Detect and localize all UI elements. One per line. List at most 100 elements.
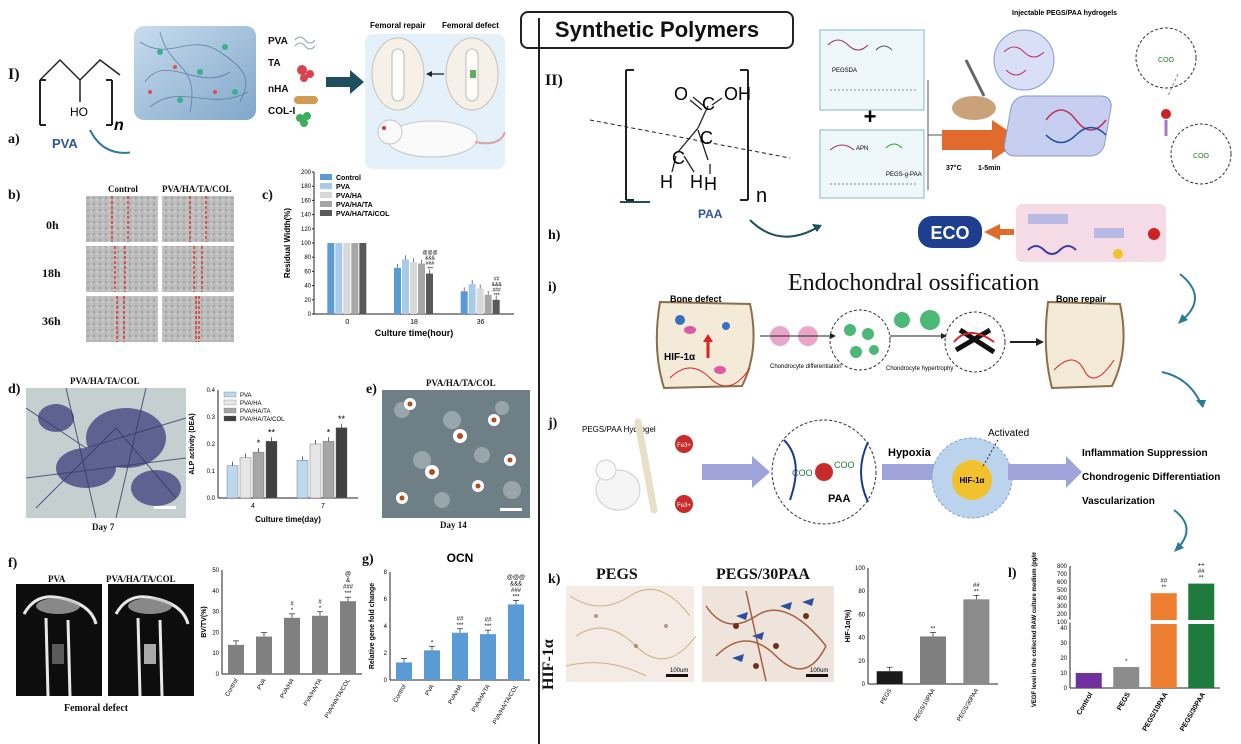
c-sig-36: ###	[492, 287, 501, 293]
alp-x-tick: 7	[321, 503, 325, 510]
alp-x-label: Culture time(day)	[255, 515, 321, 524]
material-col: COL-I	[268, 106, 296, 117]
chart-g-x-tick: PVA/HA/TA	[471, 684, 491, 713]
paa-atom-c1: C	[702, 94, 715, 114]
scratch-row-36h: 36h	[42, 314, 61, 328]
l-sig: ##	[1160, 579, 1167, 585]
ars-day-label: Day 14	[440, 520, 467, 530]
chart-k-y-tick: 60	[858, 612, 865, 618]
apn-label: APN	[856, 146, 868, 152]
chart-g-bar	[452, 632, 468, 680]
alp-x-tick: 4	[251, 503, 255, 510]
chart-f-y-label: BV/TV(%)	[201, 606, 208, 638]
pegsgpaa-label: PEGS-g-PAA	[886, 172, 922, 178]
l-y-tick: 100	[1057, 620, 1068, 626]
c-bar	[476, 288, 484, 314]
chart-k-y-tick: 40	[858, 636, 865, 642]
alp-sig: *	[327, 427, 331, 437]
c-bar	[394, 267, 401, 314]
alp-legend-label: PVA/HA	[240, 401, 262, 407]
l-y-tick: 600	[1057, 580, 1068, 586]
chart-g-bar	[480, 634, 496, 680]
eco-label: ECO	[930, 223, 969, 243]
c-bar	[351, 243, 359, 314]
l-bar-break	[1187, 620, 1216, 624]
chart-f-bar	[312, 615, 328, 674]
l-sig: ##	[1198, 569, 1205, 575]
paa-n: n	[756, 185, 767, 207]
l-bar	[1188, 583, 1215, 688]
c-y-tick: 180	[301, 184, 312, 190]
chart-f-x-tick: Control	[225, 678, 240, 698]
chart-f-bar	[284, 617, 300, 674]
label-a: a)	[8, 132, 20, 147]
chart-f-sig: #	[318, 599, 322, 605]
alp-legend-swatch	[223, 391, 237, 398]
label-I: I)	[8, 66, 20, 83]
c-y-tick: 20	[304, 298, 311, 304]
alp-legend-label: PVA/HA/TA	[240, 409, 270, 415]
l-x-tick: PEGS	[1116, 691, 1132, 712]
material-pva: PVA	[268, 36, 288, 47]
c-bar	[484, 294, 492, 314]
paa-atom-h2: H	[690, 172, 703, 192]
chart-g-bar	[396, 662, 412, 680]
chart-f-x-tick: PVA	[257, 678, 268, 691]
hydrogel-injection-label: PEGS/PAA Hydrogel	[582, 425, 656, 434]
chart-k-y-tick: 80	[858, 589, 865, 595]
chart-g-sig: ##	[485, 618, 492, 624]
chart-k-bar	[920, 636, 946, 684]
pva-structure: HO n PVA	[39, 58, 130, 154]
l-bar	[1113, 667, 1140, 688]
material-nha: nHA	[268, 84, 289, 95]
l-sig: *	[1125, 659, 1128, 665]
chart-g-sig: *	[431, 640, 434, 646]
c-y-tick: 40	[304, 284, 311, 290]
ihc-images: 100um 100um	[566, 586, 834, 682]
hypoxia-label: Hypoxia	[888, 447, 932, 459]
materials-legend: PVA TA nHA COL-I	[268, 36, 295, 117]
c-bar	[402, 259, 409, 314]
alp-legend-label: PVA/HA/TA/COL	[240, 417, 285, 423]
chart-f-y-tick: 0	[216, 672, 220, 678]
microct-label-pva: PVA	[48, 574, 66, 584]
label-c: c)	[262, 188, 273, 203]
l-bar	[1150, 593, 1177, 688]
step1-label: Chondrocyte differentiation	[770, 364, 842, 370]
bone-repair-label: Bone repair	[1056, 294, 1107, 304]
c-sig-36: ***	[494, 293, 500, 299]
c-bar	[468, 284, 476, 314]
label-k: k)	[548, 572, 561, 587]
hif-label-i: HIF-1α	[664, 352, 696, 363]
c-bar	[359, 243, 367, 314]
microct-label-treated: PVA/HA/TA/COL	[106, 574, 176, 584]
chart-g-y-tick: 0	[384, 678, 388, 684]
chart-f-bar	[228, 644, 244, 674]
chart-g-y-tick: 6	[384, 597, 388, 603]
c-sig-18: ###	[426, 261, 435, 267]
l-y-tick: 500	[1057, 588, 1068, 594]
outcome-2: Chondrogenic Differentiation	[1082, 472, 1220, 483]
alp-legend-swatch	[223, 399, 237, 406]
paa-atom-c3: C	[672, 148, 685, 168]
paa-atom-o: O	[674, 84, 688, 104]
outcome-3: Vascularization	[1082, 496, 1155, 507]
microct-images	[16, 584, 194, 696]
femoral-repair-label: Femoral repair	[370, 21, 426, 30]
chart-f-sig: ###	[343, 585, 354, 591]
ars-image-title: PVA/HA/TA/COL	[426, 378, 496, 388]
chart-k-x-tick: PEGS/30PAA	[957, 688, 980, 723]
chart-f-y-tick: 10	[212, 651, 219, 657]
c-y-tick: 120	[301, 227, 312, 233]
chart-g-title: OCN	[447, 551, 474, 565]
l-y-tick: 10	[1060, 671, 1067, 677]
c-legend-swatch	[320, 210, 332, 216]
pva-hydrogel-image	[130, 22, 260, 124]
chart-f-bar	[256, 636, 272, 674]
paa-name: PAA	[698, 207, 723, 221]
figure-title: Synthetic Polymers	[520, 11, 794, 49]
chart-g-x-tick: Control	[393, 684, 408, 704]
scratch-col-treated: PVA/HA/TA/COL	[162, 184, 232, 194]
l-y-tick: 700	[1057, 572, 1068, 578]
